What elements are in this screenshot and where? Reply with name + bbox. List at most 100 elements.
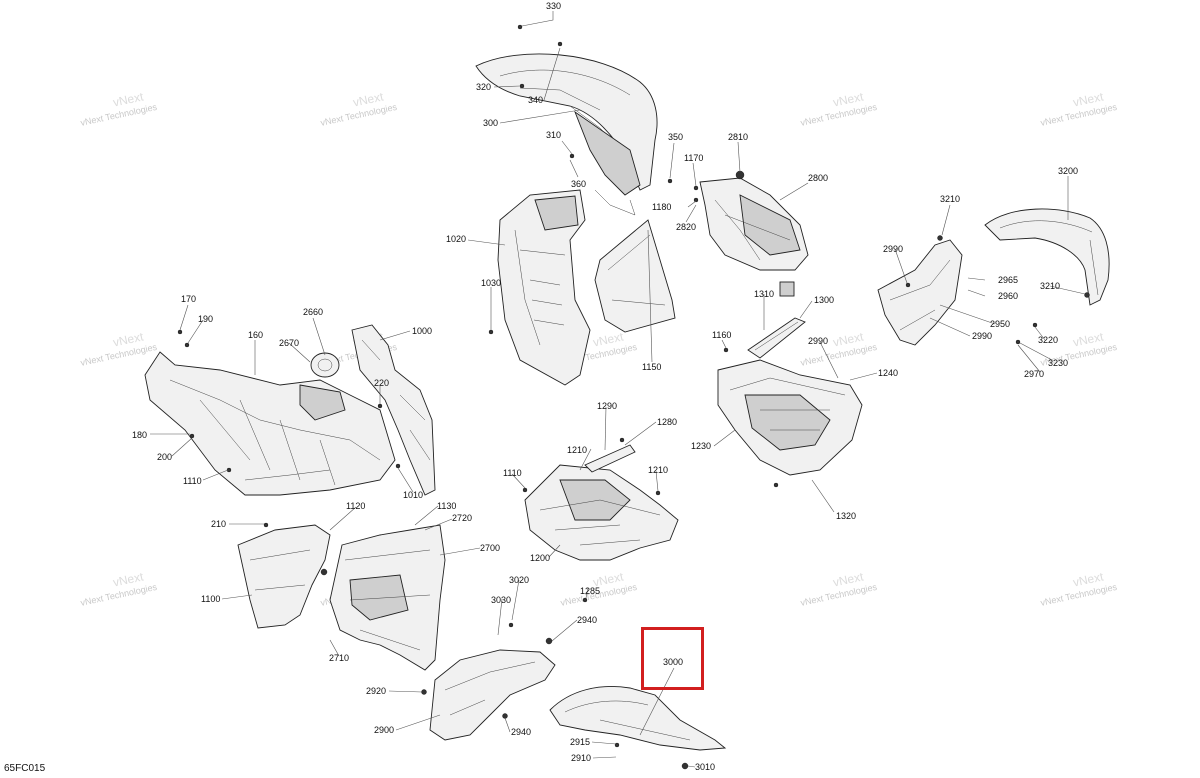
watermark-line1: vNext — [112, 569, 146, 589]
callout-1285: 1285 — [580, 586, 600, 596]
callout-1300: 1300 — [814, 295, 834, 305]
callout-2670: 2670 — [279, 338, 299, 348]
part-1300-strip — [747, 317, 806, 359]
callout-2990: 2990 — [883, 244, 903, 254]
callout-350: 350 — [668, 132, 683, 142]
callout-2915: 2915 — [570, 737, 590, 747]
callout-1160: 1160 — [712, 330, 731, 340]
callout-2900: 2900 — [374, 725, 394, 735]
callout-2990b: 2990 — [972, 331, 992, 341]
watermark-line1: vNext — [1072, 89, 1106, 109]
callout-340: 340 — [528, 95, 543, 105]
part-1230-floor-frame — [717, 359, 863, 476]
part-2950-bracket — [877, 239, 963, 346]
watermark-line1: vNext — [1072, 329, 1106, 349]
part-160-left-panel — [144, 351, 396, 496]
callout-1320: 1320 — [836, 511, 856, 521]
callout-180: 180 — [132, 430, 147, 440]
part-1200-center-floor — [524, 444, 679, 561]
callout-3220: 3220 — [1038, 335, 1058, 345]
part-300-front-top-cover — [475, 53, 658, 216]
watermark-line1: vNext — [832, 329, 866, 349]
part-2700-lower-panel — [329, 524, 446, 671]
callout-1280: 1280 — [657, 417, 677, 427]
part-3000-lower-piece — [549, 685, 727, 751]
callout-190: 190 — [198, 314, 213, 324]
callout-1020: 1020 — [446, 234, 466, 244]
callout-1230: 1230 — [691, 441, 711, 451]
watermark-line1: vNext — [112, 89, 146, 109]
part-2660-round-cover — [310, 352, 340, 378]
callout-3200: 3200 — [1058, 166, 1078, 176]
callout-1290: 1290 — [597, 401, 617, 411]
callout-1110b: 1110 — [503, 468, 522, 478]
callout-leader-lines — [150, 11, 1086, 768]
callout-1210b: 1210 — [648, 465, 668, 475]
callout-360: 360 — [571, 179, 586, 189]
watermark-line1: vNext — [112, 329, 146, 349]
callout-2710: 2710 — [329, 653, 349, 663]
callout-3210: 3210 — [940, 194, 960, 204]
callout-3030: 3030 — [491, 595, 511, 605]
callout-1000: 1000 — [412, 326, 432, 336]
part-1000-bracket — [351, 324, 436, 496]
callout-320: 320 — [476, 82, 491, 92]
callout-2810: 2810 — [728, 132, 748, 142]
callout-2960: 2960 — [998, 291, 1018, 301]
callout-3000: 3000 — [663, 657, 683, 667]
fasteners — [177, 24, 1090, 770]
callout-1170: 1170 — [684, 153, 703, 163]
callout-2965: 2965 — [998, 275, 1018, 285]
callout-1310: 1310 — [754, 289, 774, 299]
callout-2990c: 2990 — [808, 336, 828, 346]
callout-2910: 2910 — [571, 753, 591, 763]
callout-2660: 2660 — [303, 307, 323, 317]
callout-200: 200 — [157, 452, 172, 462]
highlighted-part-box — [641, 627, 704, 690]
callout-2970: 2970 — [1024, 369, 1044, 379]
watermark-line1: vNext — [832, 89, 866, 109]
watermark-line1: vNext — [352, 89, 386, 109]
watermark-line1: vNext — [592, 329, 626, 349]
callout-2820: 2820 — [676, 222, 696, 232]
callout-300: 300 — [483, 118, 498, 128]
callout-2940b: 2940 — [511, 727, 531, 737]
callout-310: 310 — [546, 130, 561, 140]
callout-1030: 1030 — [481, 278, 501, 288]
part-3200-right-cover — [984, 208, 1110, 306]
callout-1110: 1110 — [183, 476, 202, 486]
callout-170: 170 — [181, 294, 196, 304]
callout-160: 160 — [248, 330, 263, 340]
watermark-line1: vNext — [832, 569, 866, 589]
callout-3210b: 3210 — [1040, 281, 1060, 291]
callout-330: 330 — [546, 1, 561, 11]
part-1020-side-panel — [497, 189, 591, 386]
part-2900-lower-piece — [429, 649, 556, 741]
callout-1200: 1200 — [530, 553, 550, 563]
callout-220: 220 — [374, 378, 389, 388]
callout-1180: 1180 — [652, 202, 671, 212]
callout-3020: 3020 — [509, 575, 529, 585]
part-1100-left-lower-panel — [237, 524, 331, 629]
callout-2800: 2800 — [808, 173, 828, 183]
callout-1130: 1130 — [437, 501, 456, 511]
callout-1010: 1010 — [403, 490, 423, 500]
watermark-line1: vNext — [592, 569, 626, 589]
callout-2940: 2940 — [577, 615, 597, 625]
callout-210: 210 — [211, 519, 226, 529]
callout-1120: 1120 — [346, 501, 365, 511]
figure-code: 65FC015 — [4, 763, 46, 774]
callout-2950: 2950 — [990, 319, 1010, 329]
callout-1150: 1150 — [642, 362, 661, 372]
